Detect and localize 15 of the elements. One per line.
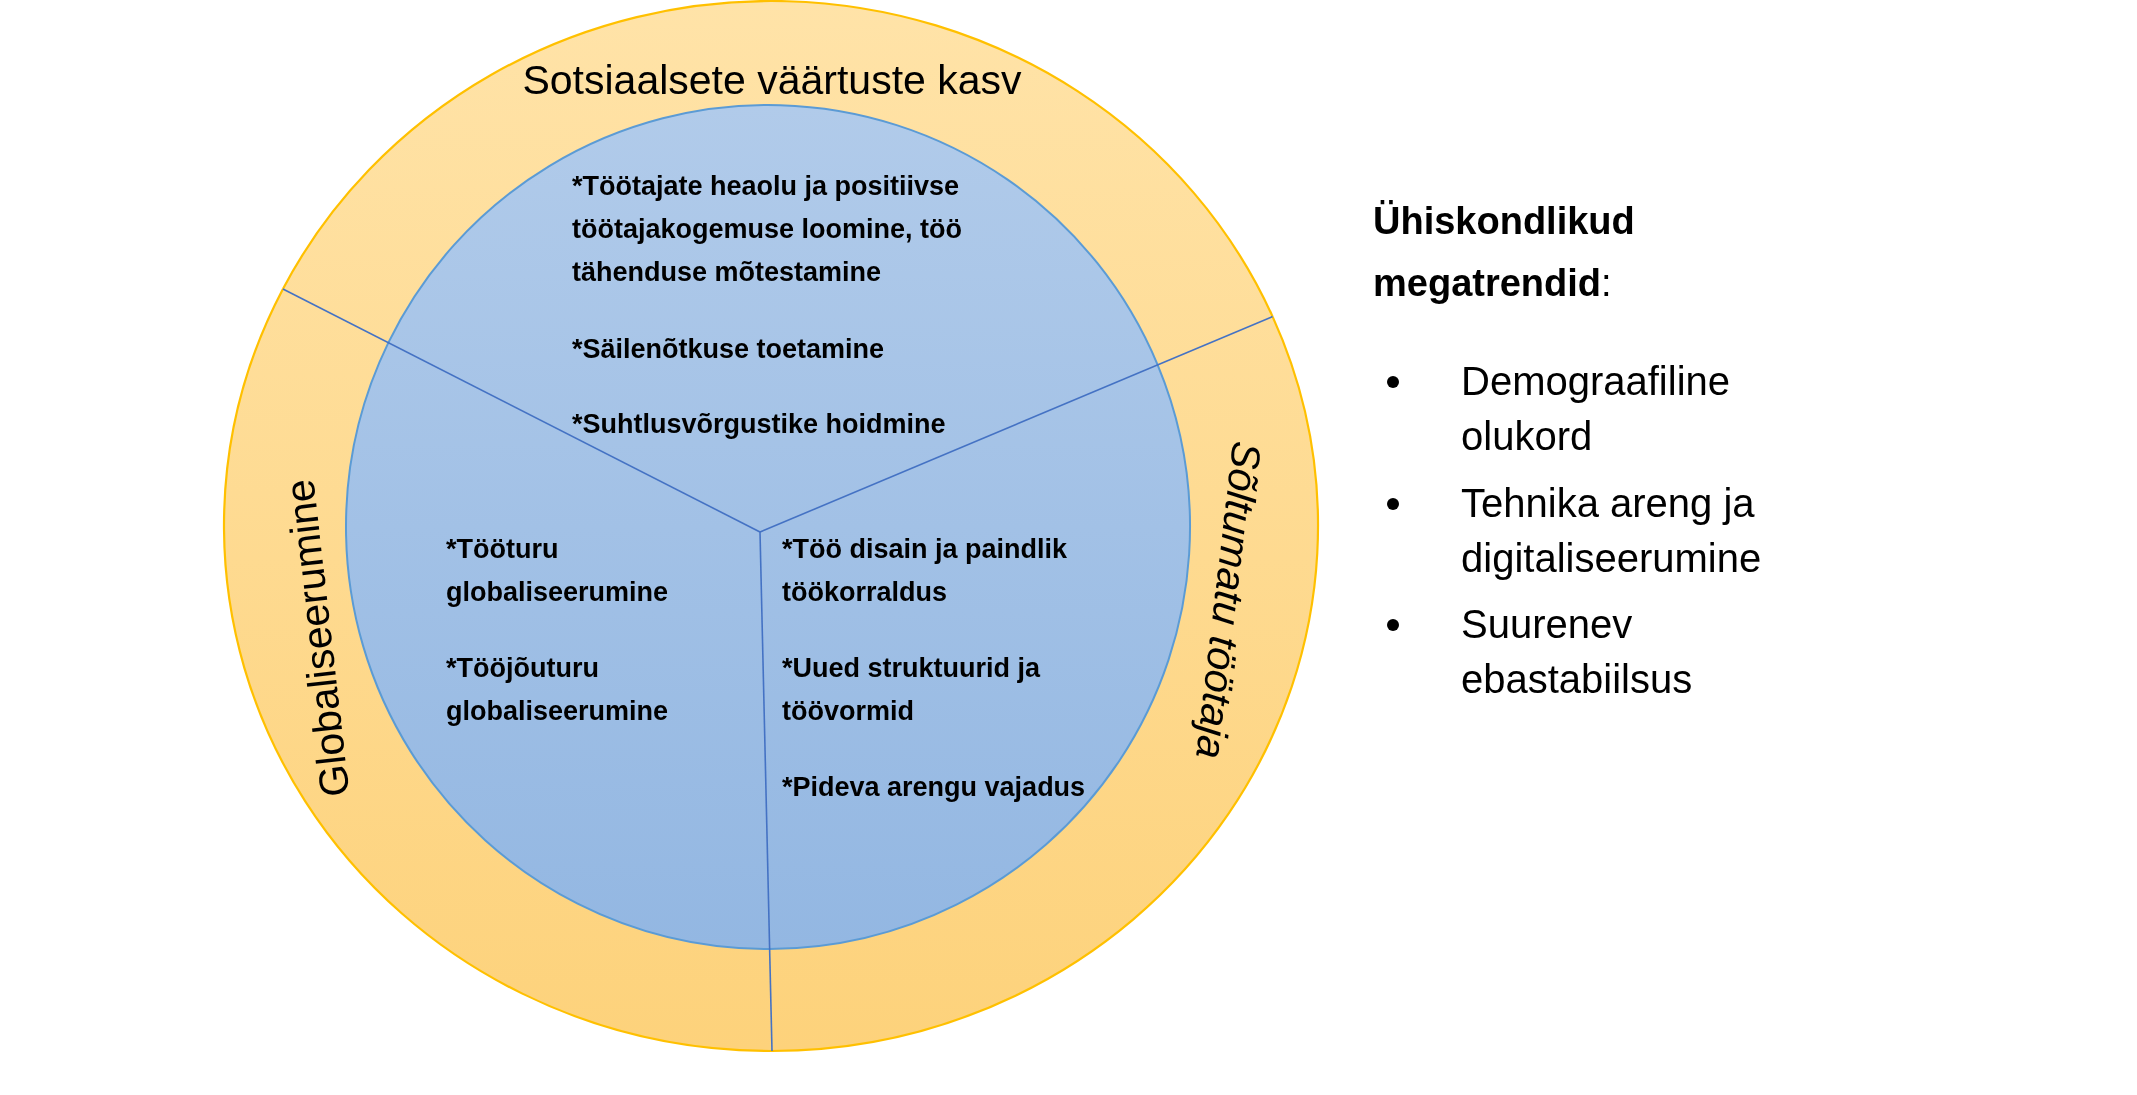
segment-title: Globaliseerumine bbox=[275, 476, 360, 800]
segment-title: Sõltumatu töötaja bbox=[1186, 438, 1272, 762]
sector-text: *Pideva arengu vajadus bbox=[782, 771, 1087, 804]
list-heading: Ühiskondlikud megatrendid: bbox=[1373, 199, 1636, 306]
sector-text: *Säilenõtkuse toetamine bbox=[572, 333, 886, 366]
sector-text: *Tööturu globaliseerumine bbox=[446, 533, 670, 609]
sector-text: *Suhtlusvõrgustike hoidmine bbox=[572, 408, 947, 441]
sector-text: *Uued struktuurid ja töövormid bbox=[782, 652, 1042, 728]
sector-text: *Tööjõuturu globaliseerumine bbox=[446, 652, 670, 728]
sector-text: *Töö disain ja paindlik töökorraldus bbox=[782, 533, 1069, 609]
list-item: Suurenev ebastabiilsus bbox=[1461, 601, 1694, 703]
sector-text: *Töötajate heaolu ja positiivse töötajakogemuse loomine, töö tähenduse mõtestamine bbox=[572, 170, 964, 289]
segment-title: Sotsiaalsete väärtuste kasv bbox=[522, 56, 1022, 106]
list-item: Tehnika areng ja digitaliseerumine bbox=[1461, 480, 1763, 582]
list-item: Demograafiline olukord bbox=[1461, 358, 1732, 460]
